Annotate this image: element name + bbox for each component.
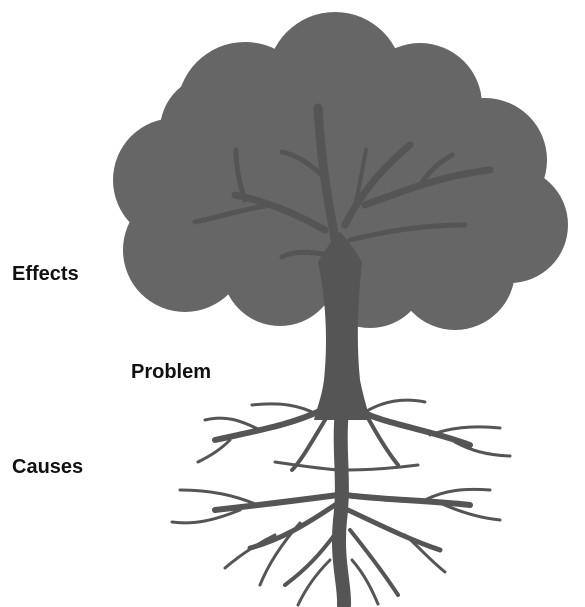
tree-roots	[170, 398, 512, 607]
tree-trunk	[314, 232, 370, 420]
problem-label: Problem	[131, 361, 212, 383]
causes-label: Causes	[12, 456, 84, 478]
effects-label: Effects	[12, 263, 79, 285]
